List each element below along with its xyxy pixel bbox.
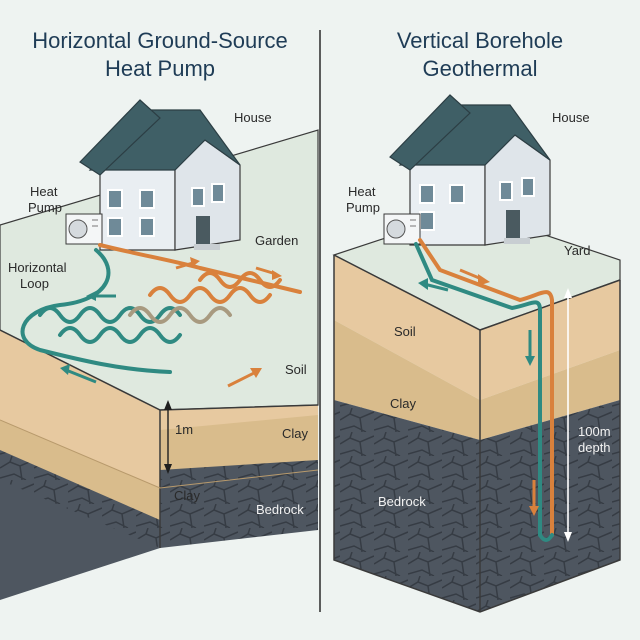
horizontal-side-clay xyxy=(160,415,318,470)
horizontal-depth-label: 1m xyxy=(175,422,193,437)
horizontal-soil-label: Soil xyxy=(285,362,307,377)
vertical-block-outline xyxy=(333,255,621,613)
vertical-borehole-pipes xyxy=(414,238,554,542)
horizontal-bedrock-label: Bedrock xyxy=(256,502,304,517)
vertical-depth-label-2: depth xyxy=(578,440,611,455)
horizontal-loop-pipes xyxy=(20,243,302,374)
horizontal-loop-label-2: Loop xyxy=(20,276,49,291)
vertical-depth-label-1: 100m xyxy=(578,424,611,439)
vertical-yard-label: Yard xyxy=(564,243,591,258)
horizontal-loop-label-1: Horizontal xyxy=(8,260,67,275)
horizontal-flow-arrows xyxy=(60,257,282,388)
vertical-title-line1: Vertical Borehole xyxy=(397,28,563,53)
horizontal-clay-line xyxy=(0,419,319,489)
vertical-pump-label: Pump xyxy=(346,200,380,215)
horizontal-depth-arrow-bottom xyxy=(164,464,172,474)
horizontal-house xyxy=(79,99,241,251)
horizontal-garden-label: Garden xyxy=(255,233,298,248)
horizontal-heat-label: Heat xyxy=(30,184,58,199)
vertical-flow-arrows xyxy=(418,268,539,516)
horizontal-pump-label: Pump xyxy=(28,200,62,215)
horizontal-panel: Horizontal Ground-Source Heat Pump xyxy=(0,28,319,600)
vertical-heat-pump-unit xyxy=(383,213,421,245)
vertical-soil-label: Soil xyxy=(394,324,416,339)
vertical-panel: Vertical Borehole Geothermal xyxy=(332,28,621,613)
vertical-depth-arrow-top xyxy=(564,288,572,298)
vertical-house-label: House xyxy=(552,110,590,125)
horizontal-depth-arrow-top xyxy=(164,400,172,410)
vertical-front-soil xyxy=(334,255,480,400)
horizontal-title-line1: Horizontal Ground-Source xyxy=(32,28,288,53)
vertical-depth-arrow-bottom xyxy=(564,532,572,542)
horizontal-heat-pump-unit xyxy=(65,213,103,245)
horizontal-house-label: House xyxy=(234,110,272,125)
horizontal-front-bedrock xyxy=(0,450,160,548)
horizontal-clay-label-left: Clay xyxy=(174,488,201,503)
vertical-clay-label: Clay xyxy=(390,396,417,411)
vertical-title-line2: Geothermal xyxy=(423,56,538,81)
horizontal-title-line2: Heat Pump xyxy=(105,56,215,81)
vertical-front-bedrock xyxy=(334,400,480,612)
vertical-heat-label: Heat xyxy=(348,184,376,199)
horizontal-side-bedrock xyxy=(160,460,318,548)
vertical-bedrock-label: Bedrock xyxy=(378,494,426,509)
horizontal-clay-label-right: Clay xyxy=(282,426,309,441)
